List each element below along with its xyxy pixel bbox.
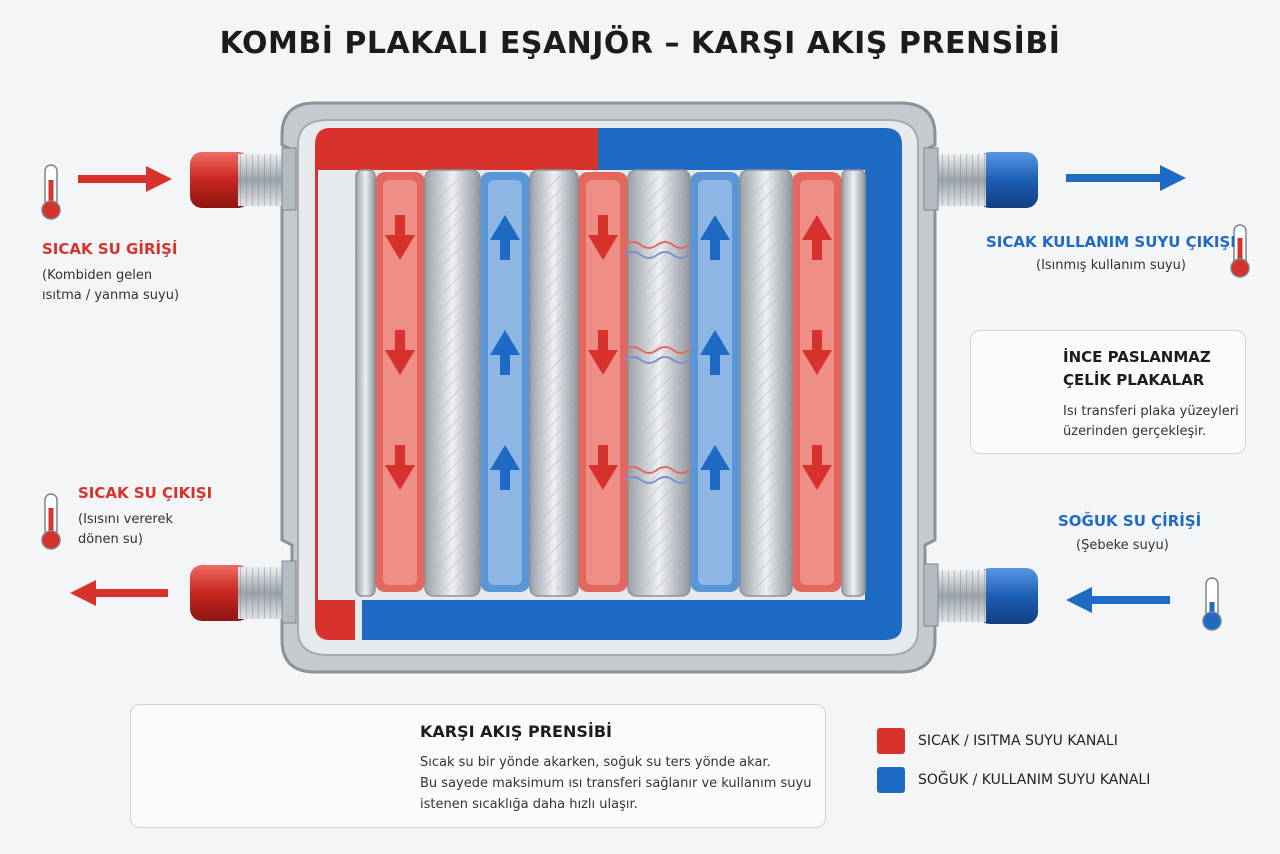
thermometer-dhw-icon (1230, 224, 1250, 278)
plates-card-title-1: İNCE PASLANMAZ (1063, 348, 1211, 366)
cold-inlet-desc: (Şebeke suyu) (1076, 538, 1169, 553)
dhw-outlet-desc: (Isınmış kullanım suyu) (1036, 258, 1186, 273)
legend-hot-swatch (877, 728, 905, 754)
hot-channel-3 (792, 172, 842, 592)
hot-outlet-arrow (70, 580, 168, 606)
cold-up-arrows (490, 215, 730, 490)
legend-cold-label: SOĞUK / KULLANIM SUYU KANALI (918, 772, 1151, 788)
page-title: KOMBİ PLAKALI EŞANJÖR – KARŞI AKIŞ PRENS… (219, 26, 1061, 61)
hot-channel-2 (578, 172, 628, 592)
hot-channel-1 (375, 172, 425, 592)
cold-inlet-pipe (923, 563, 1038, 627)
dhw-outlet-label: SICAK KULLANIM SUYU ÇIKIŞI (986, 233, 1236, 251)
principle-card-title: KARŞI AKIŞ PRENSİBİ (420, 722, 612, 741)
principle-card-line-2: Bu sayede maksimum ısı transferi sağlanı… (420, 776, 812, 791)
hot-outlet-desc-2: dönen su) (78, 532, 143, 547)
hot-up-arrow (802, 215, 832, 260)
heat-transfer-waves (624, 241, 690, 484)
hot-inlet-label: SICAK SU GİRİŞİ (42, 240, 178, 258)
cold-channel-2 (690, 172, 740, 592)
thermometer-cold-icon (1202, 577, 1222, 631)
hot-down-arrows (385, 215, 832, 490)
hot-outlet-pipe (190, 560, 297, 624)
plates-card-text-2: üzerinden gerçekleşir. (1063, 424, 1207, 439)
plates-info-card (970, 330, 1246, 454)
thermometer-hot-out-icon (41, 493, 61, 550)
principle-card-line-3: istenen sıcaklığa daha hızlı ulaşır. (420, 797, 638, 812)
cold-inlet-label: SOĞUK SU ÇİRİŞİ (1058, 512, 1202, 530)
dhw-outlet-pipe (923, 147, 1038, 211)
legend-hot-label: SICAK / ISITMA SUYU KANALI (918, 733, 1118, 749)
cold-inlet-arrow (1066, 587, 1170, 613)
principle-card (130, 704, 826, 828)
cold-channel-1 (480, 172, 530, 592)
steel-plates (355, 169, 866, 597)
principle-card-line-1: Sıcak su bir yönde akarken, soğuk su ter… (420, 755, 771, 770)
plates-card-title-2: ÇELİK PLAKALAR (1063, 371, 1205, 389)
hot-inlet-desc-2: ısıtma / yanma suyu) (42, 288, 180, 303)
hot-inlet-pipe (190, 147, 297, 211)
legend-cold-swatch (877, 767, 905, 793)
thermometer-hot-icon (41, 164, 61, 220)
hot-outlet-label: SICAK SU ÇIKIŞI (78, 484, 213, 502)
hot-outlet-desc-1: (Isısını vererek (78, 512, 173, 527)
dhw-outlet-arrow (1066, 165, 1186, 191)
hot-inlet-arrow (78, 166, 172, 192)
plates-card-text-1: Isı transferi plaka yüzeyleri (1063, 404, 1239, 419)
hot-inlet-desc-1: (Kombiden gelen (42, 268, 153, 283)
